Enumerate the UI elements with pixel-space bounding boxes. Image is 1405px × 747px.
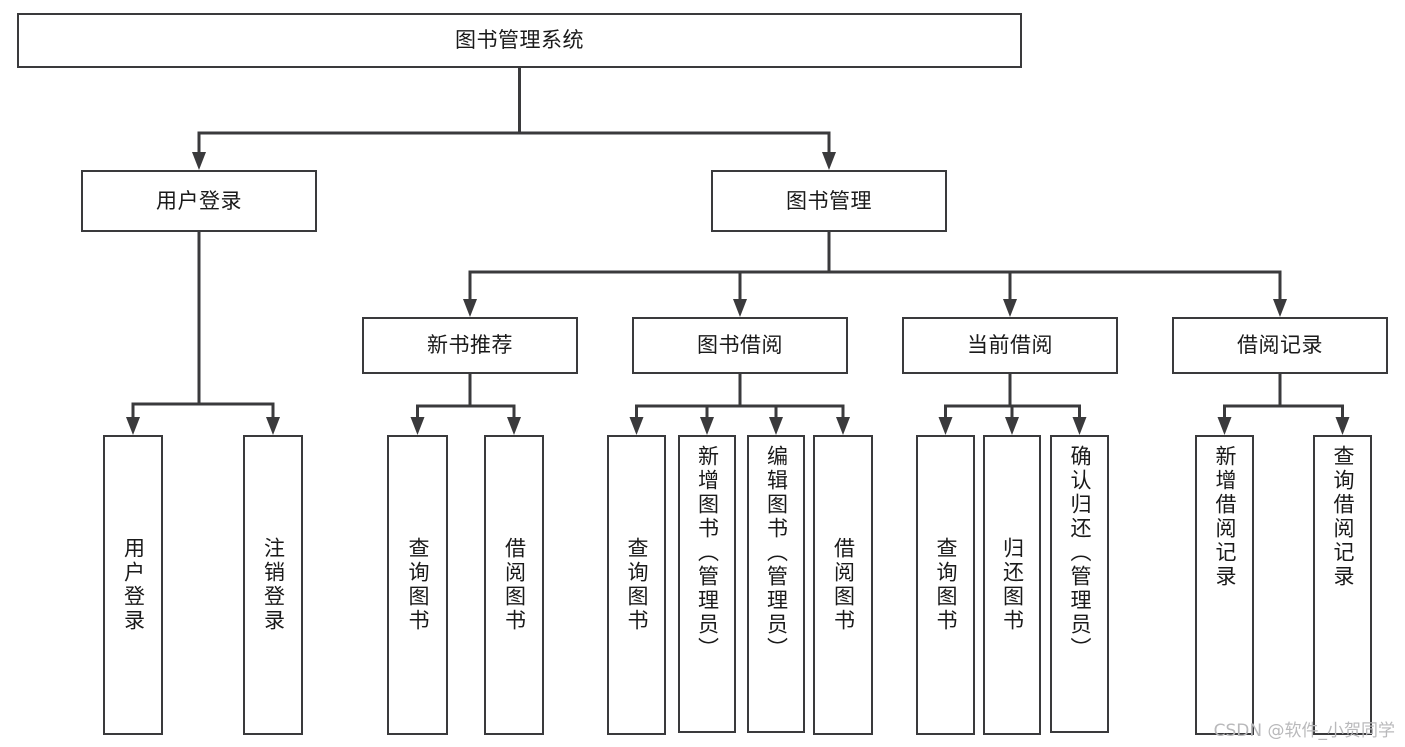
arrowhead-new_book_rec (463, 299, 477, 317)
arrowhead-leaf_logout (266, 417, 280, 435)
arrowhead-nbr_borrow (507, 417, 521, 435)
node-bb_borrow[interactable]: 借阅图书 (813, 435, 873, 735)
node-borrow_rec[interactable]: 借阅记录 (1172, 317, 1388, 374)
node-label-cb_query: 查询图书 (934, 537, 958, 633)
node-cur_borrow[interactable]: 当前借阅 (902, 317, 1118, 374)
node-label-user_login: 用户登录 (156, 188, 242, 213)
node-label-new_book_rec: 新书推荐 (427, 333, 513, 358)
arrowhead-book_mgmt (822, 152, 836, 170)
arrowhead-bb_query (629, 417, 644, 435)
node-label-br_add: 新增借阅记录 (1213, 445, 1237, 589)
node-cb_return[interactable]: 归还图书 (983, 435, 1041, 735)
node-root[interactable]: 图书管理系统 (17, 13, 1022, 68)
node-label-bb_query: 查询图书 (625, 537, 649, 633)
node-label-cb_return: 归还图书 (1000, 537, 1025, 633)
node-label-leaf_login: 用户登录 (121, 537, 146, 633)
node-nbr_borrow[interactable]: 借阅图书 (484, 435, 544, 735)
node-label-br_query: 查询借阅记录 (1331, 445, 1355, 589)
node-nbr_query[interactable]: 查询图书 (387, 435, 448, 735)
node-cb_confirm[interactable]: 确认归还（管理员） (1050, 435, 1109, 733)
arrowhead-book_borrow (733, 299, 747, 317)
node-book_mgmt[interactable]: 图书管理 (711, 170, 947, 232)
node-new_book_rec[interactable]: 新书推荐 (362, 317, 578, 374)
node-cb_query[interactable]: 查询图书 (916, 435, 975, 735)
node-label-book_borrow: 图书借阅 (697, 333, 783, 358)
node-leaf_login[interactable]: 用户登录 (103, 435, 163, 735)
arrowhead-br_add (1217, 417, 1232, 435)
node-br_query[interactable]: 查询借阅记录 (1313, 435, 1372, 735)
node-label-nbr_query: 查询图书 (406, 537, 430, 633)
node-leaf_logout[interactable]: 注销登录 (243, 435, 303, 735)
node-label-leaf_logout: 注销登录 (261, 537, 286, 633)
arrowhead-bb_borrow (836, 417, 850, 435)
arrowhead-bb_add (700, 417, 714, 435)
node-label-book_mgmt: 图书管理 (786, 188, 872, 213)
node-label-root: 图书管理系统 (455, 28, 584, 53)
node-label-bb_borrow: 借阅图书 (831, 537, 856, 633)
arrowhead-cb_query (938, 417, 953, 435)
arrowhead-cb_confirm (1072, 417, 1087, 435)
node-label-bb_edit: 编辑图书（管理员） (764, 445, 789, 661)
node-bb_add[interactable]: 新增图书（管理员） (678, 435, 736, 733)
arrowhead-cur_borrow (1003, 299, 1017, 317)
node-user_login[interactable]: 用户登录 (81, 170, 317, 232)
node-label-borrow_rec: 借阅记录 (1237, 333, 1323, 358)
node-label-bb_add: 新增图书（管理员） (695, 445, 720, 661)
watermark-text: CSDN @软件_小贺同学 (1213, 721, 1395, 741)
node-label-cur_borrow: 当前借阅 (967, 333, 1053, 358)
arrowhead-cb_return (1005, 417, 1019, 435)
node-bb_edit[interactable]: 编辑图书（管理员） (747, 435, 805, 733)
node-br_add[interactable]: 新增借阅记录 (1195, 435, 1254, 735)
node-label-cb_confirm: 确认归还（管理员） (1068, 445, 1092, 661)
arrowhead-br_query (1335, 417, 1350, 435)
arrowhead-borrow_rec (1273, 299, 1287, 317)
arrowhead-bb_edit (769, 417, 783, 435)
node-bb_query[interactable]: 查询图书 (607, 435, 666, 735)
arrowhead-nbr_query (410, 417, 425, 435)
node-book_borrow[interactable]: 图书借阅 (632, 317, 848, 374)
arrowhead-leaf_login (126, 417, 140, 435)
arrowhead-user_login (192, 152, 206, 170)
node-label-nbr_borrow: 借阅图书 (502, 537, 527, 633)
